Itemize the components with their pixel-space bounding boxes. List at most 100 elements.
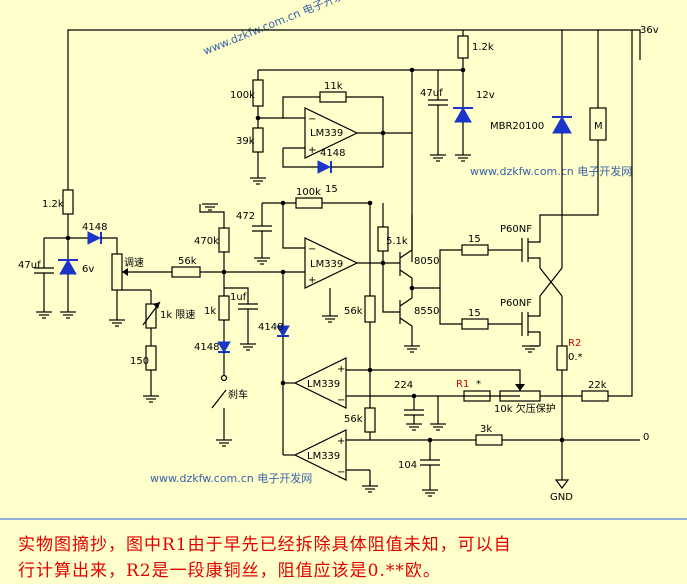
watermark-top: www.dzkfw.com.cn 电子开发网 [201, 0, 357, 58]
svg-text:4148: 4148 [82, 222, 107, 233]
comparator-4: LM339 + − [282, 429, 379, 493]
cap-1uf: 1uf [224, 287, 258, 351]
svg-text:4148: 4148 [320, 148, 345, 159]
caption-line-2: 行计算出来，R2是一段康铜丝，阻值应该是0.**欧。 [18, 561, 441, 581]
svg-text:LM339: LM339 [310, 128, 343, 139]
r-56k-b: 56k [344, 200, 376, 408]
svg-text:47uf: 47uf [18, 260, 41, 271]
r-22k: 22k [540, 30, 633, 402]
svg-text:4148: 4148 [258, 322, 283, 333]
transistor-8050: 8050 [399, 215, 439, 279]
comparator-3: LM339 + − [280, 357, 520, 409]
svg-text:56k: 56k [344, 306, 363, 317]
svg-text:R2: R2 [568, 338, 581, 349]
svg-text:+: + [308, 145, 316, 156]
svg-text:4148: 4148 [194, 342, 219, 353]
r-100k-b: 100k [262, 187, 370, 209]
r-1k2-left: 1.2k [42, 189, 74, 238]
svg-text:5.1k: 5.1k [386, 236, 408, 247]
transistor-8550: 8550 [382, 263, 439, 353]
r1-and-undervoltage: R1 * 10k 欠压保护 [370, 369, 556, 415]
svg-text:+: + [337, 364, 345, 375]
watermark-bottom: www.dzkfw.com.cn 电子开发网 [150, 471, 312, 485]
cap-224: 224 [394, 380, 447, 431]
svg-text:224: 224 [394, 380, 413, 391]
svg-text:+: + [308, 275, 316, 286]
r-1k2-top: 1.2k [457, 30, 494, 70]
svg-text:+: + [337, 436, 345, 447]
r-56k-c: 56k [344, 407, 376, 440]
svg-text:0.*: 0.* [568, 352, 583, 363]
r-3k: 3k 0 [370, 424, 649, 446]
svg-text:*: * [476, 379, 481, 390]
diode-4148-brake: 4148 [194, 341, 231, 382]
svg-text:12v: 12v [476, 90, 495, 101]
comparator-2: LM339 − + [282, 203, 400, 323]
zener-6v: 6v [58, 238, 94, 319]
r-100k-a: 100k [230, 70, 264, 107]
svg-text:39k: 39k [236, 136, 255, 147]
svg-text:1uf: 1uf [230, 292, 247, 303]
svg-text:1k: 1k [204, 306, 216, 317]
svg-text:刹车: 刹车 [228, 388, 248, 401]
pot-tiaosu: 调速 [108, 253, 172, 327]
caption-line-1: 实物图摘抄，图中R1由于早先已经拆除具体阻值未知，可以自 [18, 535, 512, 555]
zener-12v: 12v [453, 90, 495, 162]
circuit-schematic: www.dzkfw.com.cn 电子开发网 www.dzkfw.com.cn … [18, 0, 659, 503]
svg-text:100k: 100k [296, 187, 321, 198]
svg-text:LM339: LM339 [307, 379, 340, 390]
svg-text:470k: 470k [194, 236, 219, 247]
r-5k1: 5.1k [377, 203, 408, 263]
svg-text:调速: 调速 [124, 257, 144, 269]
diode-4148-left: 4148 [44, 222, 118, 254]
brake-switch: 刹车 [211, 388, 248, 447]
r2-shunt: R2 0.* GND [550, 338, 583, 503]
svg-text:6v: 6v [82, 264, 94, 275]
r-150: 150 [130, 328, 160, 403]
svg-text:22k: 22k [588, 380, 607, 391]
r-1k: 1k [204, 295, 230, 342]
gate-resistors: 15 15 [409, 234, 522, 330]
svg-text:R1: R1 [456, 379, 469, 390]
svg-text:−: − [308, 114, 316, 125]
svg-text:56k: 56k [344, 414, 363, 425]
svg-text:104: 104 [398, 460, 417, 471]
svg-text:8050: 8050 [414, 256, 439, 267]
diode-mbr20100: MBR20100 [490, 30, 572, 215]
diode-4148-sense: 4148 [258, 269, 290, 446]
cap-472: 472 [236, 203, 272, 265]
svg-text:M: M [594, 121, 603, 132]
svg-text:11k: 11k [324, 81, 343, 92]
diode-4148-fb: 4148 15 [282, 133, 384, 195]
svg-text:150: 150 [130, 356, 149, 367]
r-56k-input: 56k [171, 256, 305, 278]
caption: 实物图摘抄，图中R1由于早先已经拆除具体阻值未知，可以自 行计算出来，R2是一段… [0, 518, 687, 584]
svg-text:472: 472 [236, 211, 255, 222]
svg-text:LM339: LM339 [310, 259, 343, 270]
svg-text:8550: 8550 [414, 306, 439, 317]
svg-text:1k 限速: 1k 限速 [160, 309, 195, 321]
svg-text:−: − [337, 467, 345, 478]
svg-text:P60NF: P60NF [500, 224, 532, 235]
svg-text:MBR20100: MBR20100 [490, 121, 544, 132]
svg-text:−: − [308, 244, 316, 255]
cap-47uf-left: 47uf [18, 238, 54, 319]
svg-text:56k: 56k [178, 256, 197, 267]
svg-text:−: − [337, 395, 345, 406]
cap-104: 104 [398, 437, 440, 497]
svg-text:0: 0 [643, 432, 649, 443]
supply-rail: 36v [67, 25, 659, 190]
svg-text:15: 15 [468, 308, 481, 319]
cap-47uf-top: 47uf [420, 88, 448, 162]
svg-text:3k: 3k [480, 424, 492, 435]
watermark-middle: www.dzkfw.com.cn 电子开发网 [470, 164, 632, 178]
motor: M [562, 30, 607, 216]
svg-text:47uf: 47uf [420, 88, 443, 99]
svg-text:15: 15 [325, 184, 338, 195]
r-11k-feedback: 11k [255, 81, 384, 134]
mosfets: P60NF P60NF [500, 214, 563, 353]
svg-text:100k: 100k [230, 90, 255, 101]
svg-text:1.2k: 1.2k [42, 199, 64, 210]
supply-label: 36v [640, 25, 659, 36]
svg-text:10k 欠压保护: 10k 欠压保护 [494, 402, 556, 415]
